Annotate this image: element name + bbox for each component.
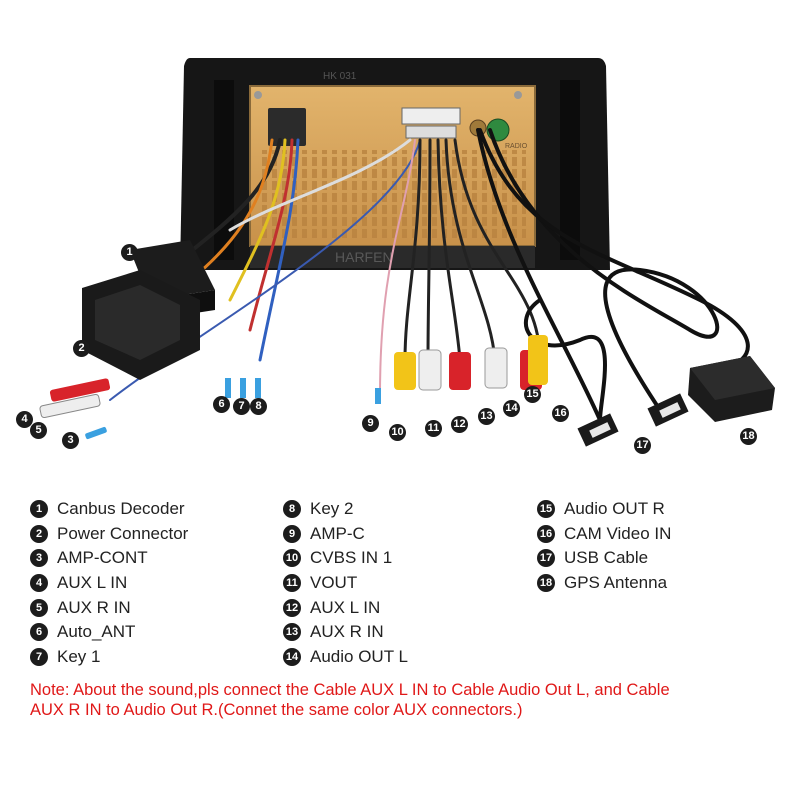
usb-plugs — [577, 393, 689, 447]
legend-item: 17 USB Cable — [537, 546, 671, 571]
legend-item: 15 Audio OUT R — [537, 497, 671, 522]
callout-badge: 15 — [524, 386, 541, 403]
legend-label: Audio OUT R — [564, 499, 665, 519]
legend-label: AUX L IN — [310, 597, 381, 617]
legend-item: 7 Key 1 — [30, 645, 188, 670]
watermark: HARFEN — [335, 249, 393, 265]
legend-column-2: 8 Key 2 9 AMP-C 10 CVBS IN 1 11 VOUT 12 AUX L… — [283, 497, 408, 669]
multi-pin-socket — [401, 107, 461, 125]
wiring-diagram: HK 031 RADIO HARFEN — [16, 58, 775, 454]
power-connector — [82, 270, 200, 380]
legend-item: 11 VOUT — [283, 571, 408, 596]
legend-number: 7 — [30, 647, 48, 666]
legend-number: 12 — [283, 598, 301, 617]
legend-item: 9 AMP-C — [283, 522, 408, 547]
legend-label: GPS Antenna — [564, 573, 668, 593]
legend-item: 12 AUX L IN — [283, 595, 408, 620]
left-rca-plugs — [39, 378, 111, 440]
legend-number: 4 — [30, 574, 48, 593]
legend-number: 3 — [30, 549, 48, 568]
callout-badge: 12 — [451, 416, 468, 433]
legend-item: 14 Audio OUT L — [283, 645, 408, 670]
legend-item: 8 Key 2 — [283, 497, 408, 522]
unit-label: HK 031 — [323, 71, 357, 82]
callout-badge: 14 — [503, 400, 520, 417]
legend-item: 4 AUX L IN — [30, 571, 188, 596]
legend-number: 9 — [283, 524, 301, 543]
legend-label: Key 1 — [57, 646, 101, 666]
callout-badge: 7 — [233, 398, 250, 415]
legend-number: 5 — [30, 598, 48, 617]
legend-number: 15 — [537, 500, 555, 519]
callout-badge: 3 — [62, 432, 79, 449]
callout-badge: 11 — [425, 420, 442, 437]
legend-number: 10 — [283, 549, 301, 568]
legend-item: 1 Canbus Decoder — [30, 497, 188, 522]
gps-antenna — [688, 356, 775, 422]
legend-item: 13 AUX R IN — [283, 620, 408, 645]
callout-badge: 4 — [16, 411, 33, 428]
legend-label: Power Connector — [57, 523, 189, 543]
legend-number: 18 — [537, 574, 555, 593]
legend-label: AMP-CONT — [57, 548, 148, 568]
legend-label: CVBS IN 1 — [310, 548, 393, 568]
legend-label: Canbus Decoder — [57, 499, 185, 519]
callout-badge: 2 — [73, 340, 90, 357]
wiring-illustration: HK 031 RADIO HARFEN — [39, 58, 775, 447]
sound-note: Note: About the sound,pls connect the Ca… — [30, 680, 770, 720]
legend-number: 13 — [283, 623, 301, 642]
callout-badge: 10 — [389, 424, 406, 441]
legend-column-3: 15 Audio OUT R 16 CAM Video IN 17 USB Cable… — [537, 497, 671, 595]
legend-column-1: 1 Canbus Decoder 2 Power Connector 3 AMP-CO… — [30, 497, 188, 669]
legend-item: 3 AMP-CONT — [30, 546, 188, 571]
legend-number: 11 — [283, 574, 301, 593]
iso-socket — [268, 108, 306, 146]
legend-label: VOUT — [310, 573, 358, 593]
callout-badge: 5 — [30, 422, 47, 439]
key-pins — [225, 378, 381, 404]
callout-badge: 8 — [250, 398, 267, 415]
callout-badge: 17 — [634, 437, 651, 454]
legend-number: 17 — [537, 549, 555, 568]
legend-number: 14 — [283, 647, 301, 666]
note-line-2: AUX R IN to Audio Out R.(Connet the same… — [30, 701, 523, 719]
legend-number: 6 — [30, 623, 48, 642]
callout-badge: 18 — [740, 428, 757, 445]
legend-label: USB Cable — [564, 548, 649, 568]
callout-badge: 9 — [362, 415, 379, 432]
callout-badge: 1 — [121, 244, 138, 261]
legend-label: AMP-C — [310, 523, 365, 543]
legend-number: 1 — [30, 500, 48, 519]
legend-number: 8 — [283, 500, 301, 519]
rca-connectors — [394, 335, 548, 391]
legend-item: 2 Power Connector — [30, 522, 188, 547]
legend-label: AUX R IN — [57, 597, 131, 617]
legend-label: Auto_ANT — [57, 622, 136, 642]
radio-label: RADIO — [505, 143, 528, 150]
callout-badge: 16 — [552, 405, 569, 422]
legend-number: 2 — [30, 524, 48, 543]
wire-harness — [109, 128, 750, 422]
legend-item: 16 CAM Video IN — [537, 522, 671, 547]
legend-label: Key 2 — [310, 499, 354, 519]
legend-label: AUX L IN — [57, 573, 128, 593]
legend-item: 5 AUX R IN — [30, 595, 188, 620]
callout-badge: 6 — [213, 396, 230, 413]
legend-number: 16 — [537, 524, 555, 543]
legend-label: AUX R IN — [310, 622, 384, 642]
legend-item: 18 GPS Antenna — [537, 571, 671, 596]
legend-label: Audio OUT L — [310, 646, 408, 666]
note-line-1: Note: About the sound,pls connect the Ca… — [30, 681, 670, 699]
legend-item: 10 CVBS IN 1 — [283, 546, 408, 571]
callout-badge: 13 — [478, 408, 495, 425]
legend-item: 6 Auto_ANT — [30, 620, 188, 645]
legend-label: CAM Video IN — [564, 523, 672, 543]
